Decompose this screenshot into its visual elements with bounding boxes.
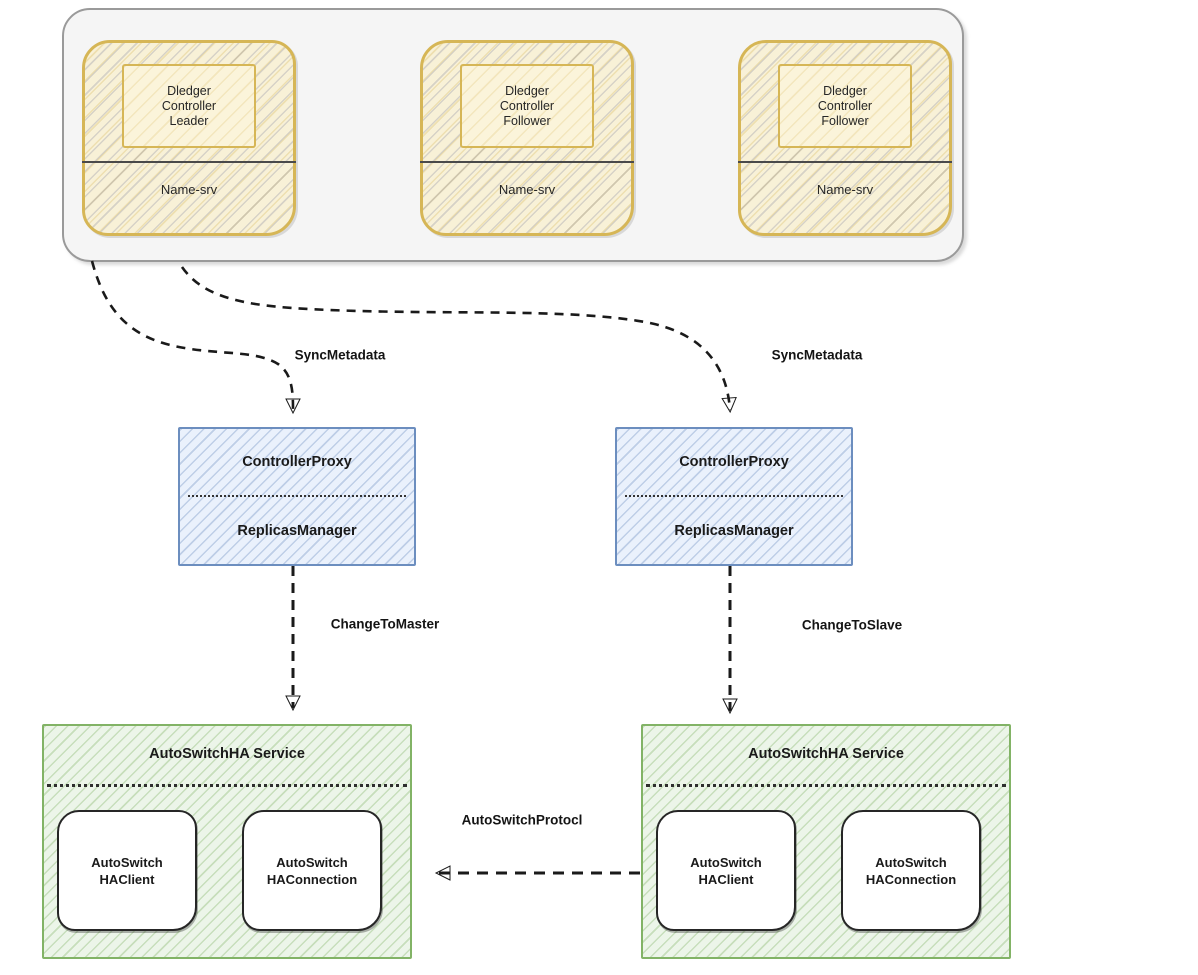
ha-client-box: AutoSwitch HAClient — [57, 810, 197, 931]
nameserver-label: Name-srv — [498, 181, 556, 197]
node-divider — [82, 161, 296, 163]
sync-metadata-label-right: SyncMetadata — [771, 347, 863, 363]
service-divider — [646, 784, 1006, 787]
controller-proxy-label: ControllerProxy — [242, 454, 352, 470]
edge-sync-metadata-right — [180, 266, 737, 414]
proxy-divider — [188, 495, 406, 497]
ha-service-box-left: AutoSwitchHA Service AutoSwitch HAClient… — [42, 724, 412, 959]
controller-role-box: Dledger Controller Follower — [460, 64, 594, 148]
nameserver-node-2: Dledger Controller Follower Name-srv — [420, 40, 634, 236]
service-divider — [47, 784, 407, 787]
nameserver-label: Name-srv — [160, 181, 218, 197]
node-divider — [420, 161, 634, 163]
ha-connection-box: AutoSwitch HAConnection — [242, 810, 382, 931]
ha-connection-box: AutoSwitch HAConnection — [841, 810, 981, 931]
controller-role-box: Dledger Controller Follower — [778, 64, 912, 148]
auto-switch-protocol-label: AutoSwitchProtocl — [461, 812, 583, 828]
nameserver-node-1: Dledger Controller Leader Name-srv — [82, 40, 296, 236]
controller-proxy-box-left: ControllerProxy ReplicasManager — [178, 427, 416, 566]
nameserver-node-3: Dledger Controller Follower Name-srv — [738, 40, 952, 236]
ha-service-title: AutoSwitchHA Service — [149, 746, 305, 762]
change-to-slave-label: ChangeToSlave — [801, 617, 903, 633]
proxy-divider — [625, 495, 843, 497]
ha-client-box: AutoSwitch HAClient — [656, 810, 796, 931]
node-divider — [738, 161, 952, 163]
nameserver-label: Name-srv — [816, 181, 874, 197]
controller-role-box: Dledger Controller Leader — [122, 64, 256, 148]
replicas-manager-label: ReplicasManager — [674, 522, 794, 539]
sync-metadata-label-left: SyncMetadata — [294, 347, 386, 363]
replicas-manager-label: ReplicasManager — [237, 522, 357, 539]
controller-proxy-label: ControllerProxy — [679, 454, 789, 470]
controller-proxy-box-right: ControllerProxy ReplicasManager — [615, 427, 853, 566]
ha-service-title: AutoSwitchHA Service — [748, 746, 904, 762]
edge-sync-metadata-left — [90, 260, 301, 415]
change-to-master-label: ChangeToMaster — [330, 616, 440, 632]
ha-service-box-right: AutoSwitchHA Service AutoSwitch HAClient… — [641, 724, 1011, 959]
